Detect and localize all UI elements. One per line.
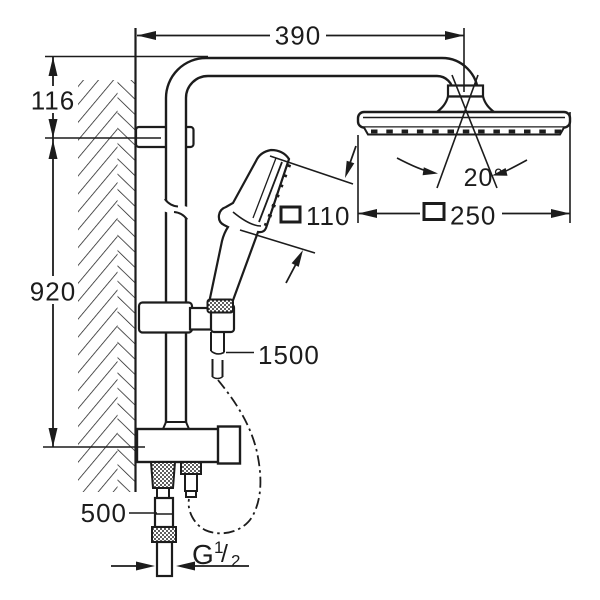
hand-shower-outline (207, 148, 291, 305)
valve-end-cap (216, 425, 242, 465)
headshower-size-label: 250 (450, 201, 496, 231)
supply-pipe-lower (155, 540, 174, 578)
hand-shower-face-line-1 (258, 161, 283, 223)
glide-bar-holder (137, 298, 236, 334)
square-symbol-icon (422, 202, 446, 221)
handshower-size-label: 110 (306, 201, 350, 231)
supply-hose-label: 500 (81, 498, 127, 528)
dim-390-label: 390 (275, 21, 321, 51)
hand-shower (207, 148, 292, 305)
pipe-break-symbol (163, 198, 189, 221)
wall-hatch (78, 28, 137, 492)
hand-shower-face-line-2 (252, 157, 277, 219)
dim-920-label: 920 (30, 277, 76, 307)
label-backgrounds (29, 23, 502, 304)
shower-hose (187, 332, 262, 535)
angle-line-left (436, 74, 479, 189)
thread-denominator: 2 (231, 552, 241, 571)
valve-body (135, 427, 221, 464)
head-shower (356, 84, 572, 136)
thread-label: G 1 / 2 (192, 538, 241, 571)
hose-connection-nipple (184, 473, 198, 492)
angle-label: 20° (464, 164, 505, 192)
thread-slash: / (221, 540, 229, 568)
hand-shower-face-ticks (263, 163, 292, 227)
hand-shower-inlet-cap (206, 298, 234, 314)
dim-110-lower-tangent (239, 229, 316, 254)
hose-connection-cap (185, 490, 197, 498)
dim-110-upper-tangent (269, 155, 354, 185)
dimension-labels: 390 116 920 20° 110 250 1500 500 G 1 / 2 (30, 21, 505, 571)
supply-hose-coupling (151, 526, 177, 543)
dimension-arrowheads (48, 31, 570, 571)
square-symbol-icon (279, 205, 302, 224)
angle-line-right (451, 74, 498, 189)
hose-length-label: 1500 (258, 340, 320, 370)
hand-shower-seam-line (232, 211, 262, 227)
diverter-valve-assembly (135, 421, 242, 578)
wall-hatch-left-band (78, 80, 118, 492)
supply-hose-upper (153, 496, 175, 529)
supply-hose-neck (156, 487, 170, 499)
head-shower-collar (446, 84, 485, 98)
holder-rail-block (137, 301, 194, 334)
shower-hose-dashed-loop (187, 379, 262, 535)
head-shower-nozzles (371, 129, 562, 134)
thread-letter: G (192, 539, 215, 570)
dim-116-label: 116 (31, 86, 75, 116)
thread-numerator: 1 (214, 538, 224, 557)
wall-hatch-right-band (117, 80, 135, 492)
supply-hose-nut (149, 461, 177, 489)
hose-connection-nut (180, 461, 202, 475)
